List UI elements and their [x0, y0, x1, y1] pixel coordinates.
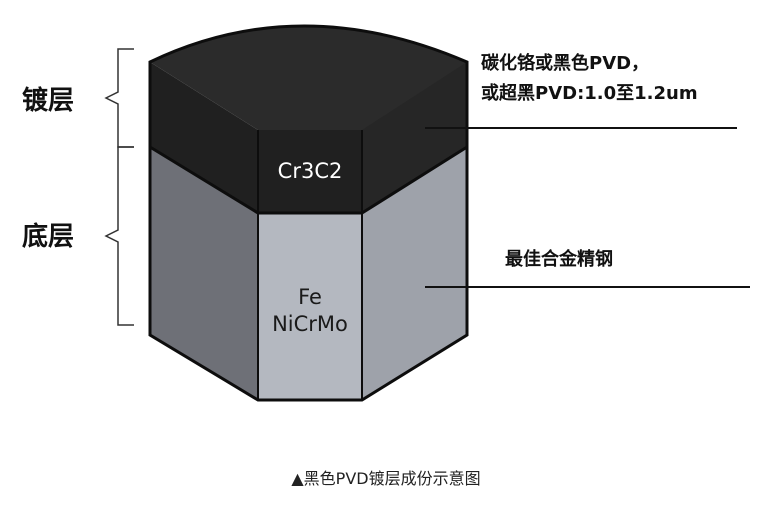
- substrate-left-face: [150, 147, 258, 400]
- layer-boundary: [149, 145, 468, 215]
- coating-description-line2: 或超黑PVD:1.0至1.2um: [481, 83, 698, 104]
- coating-bracket: [104, 48, 134, 148]
- substrate-side-label: 底层: [22, 222, 75, 252]
- coating-right-face: [362, 62, 467, 213]
- coating-side-label: 镀层: [22, 86, 75, 116]
- substrate-face-label-line2: NiCrMo: [272, 312, 348, 336]
- coating-face-label: Cr3C2: [277, 159, 343, 183]
- coating-front-face: [258, 130, 362, 213]
- coating-description-line1: 碳化铬或黑色PVD，: [481, 53, 650, 74]
- prism-outline: [148, 24, 469, 402]
- substrate-description: 最佳合金精钢: [505, 249, 613, 270]
- coating-left-face: [150, 62, 258, 213]
- figure-caption: ▲黑色PVD镀层成份示意图: [291, 469, 481, 488]
- substrate-right-face: [362, 147, 467, 400]
- substrate-bracket: [104, 146, 134, 326]
- substrate-front-face: [258, 213, 362, 400]
- substrate-face-label-line1: Fe: [298, 285, 322, 309]
